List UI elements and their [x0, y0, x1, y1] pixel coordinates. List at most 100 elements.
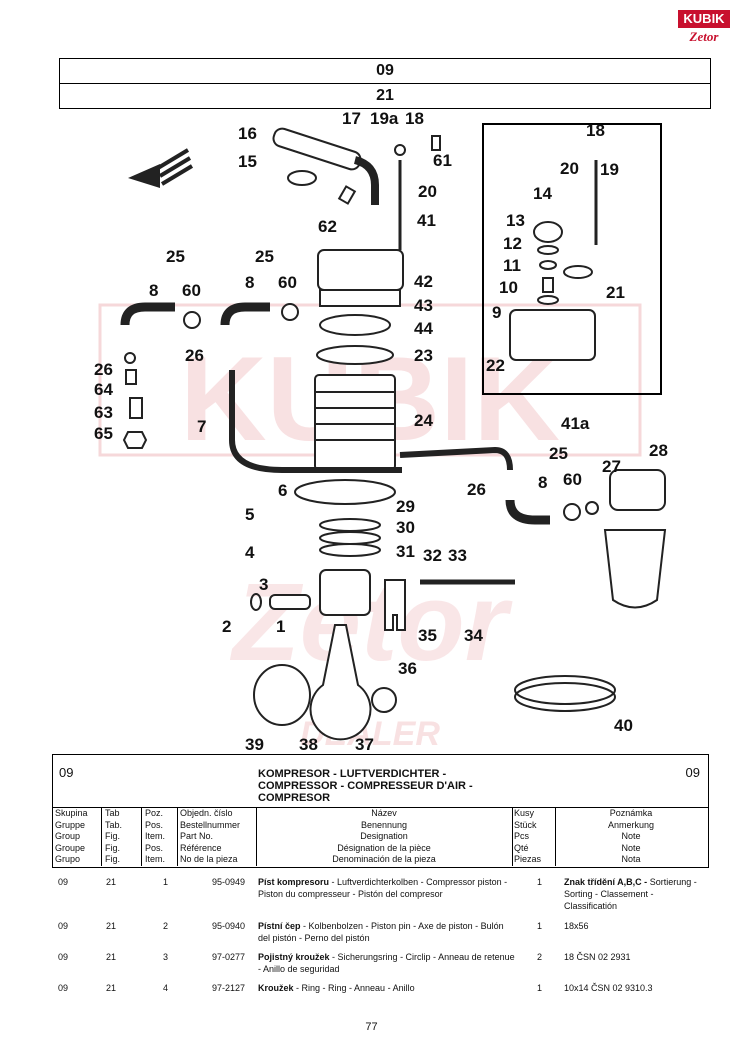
cap-part	[533, 221, 563, 243]
hose-coil-part	[514, 682, 616, 712]
filter-bowl-part	[603, 529, 667, 609]
callout-8: 8	[149, 281, 158, 300]
col-header-line: Désignation de la pièce	[337, 842, 431, 853]
col-header-line: Item.	[145, 854, 166, 864]
piston-ring-part	[319, 518, 381, 532]
col-header-line: Fig.	[105, 842, 121, 853]
col-divider	[256, 808, 257, 866]
callout-26-left: 26	[94, 360, 113, 379]
col-nazev: Název Benennung Designation Désignation …	[257, 808, 511, 866]
washer-part	[539, 260, 557, 270]
row-note-bold: Znak třídění A,B,C -	[564, 877, 648, 887]
parts	[120, 127, 667, 741]
row-name-rest: - Ring - Ring - Anneau - Anillo	[293, 983, 415, 993]
callout-36: 36	[398, 659, 417, 678]
piston-part	[319, 569, 371, 616]
row-tab: 21	[106, 877, 117, 887]
row-qty: 1	[537, 921, 543, 931]
watermark-line2: Zetor	[230, 561, 513, 684]
row-part-number: 97-0277	[212, 952, 246, 962]
col-kusy: Kusy Stück Pcs Qté Piezas	[514, 808, 554, 866]
col-header-line: Gruppe	[55, 819, 86, 830]
row-tab: 21	[106, 983, 117, 993]
col-header-line: No de la pieza	[180, 854, 238, 864]
elbow-part	[353, 156, 379, 205]
nut-part	[394, 144, 406, 156]
col-header-line: Item.	[145, 831, 166, 841]
callout-6: 6	[278, 481, 287, 500]
valve-fitting-part	[129, 397, 143, 419]
piston-ring-part	[319, 543, 381, 557]
callout-17: 17	[342, 110, 361, 128]
callout-2: 2	[222, 617, 231, 636]
piston-ring-part	[319, 531, 381, 545]
callout-29: 29	[396, 497, 415, 516]
row-group: 09	[58, 952, 69, 962]
col-header-line: Kusy	[514, 808, 535, 818]
figure-header: 21	[59, 83, 711, 109]
detail-box-41a	[482, 123, 662, 395]
row-part-number: 97-2127	[212, 983, 246, 993]
callout-8-mid: 8	[245, 273, 254, 292]
logo-sub: Zetor	[689, 29, 719, 44]
callout-30: 30	[396, 518, 415, 537]
callout-9: 9	[492, 303, 501, 322]
parts-table: 09 KOMPRESOR - LUFTVERDICHTER - COMPRESS…	[52, 754, 709, 868]
col-header-line: Note	[621, 831, 641, 841]
table-header-row: 09 KOMPRESOR - LUFTVERDICHTER - COMPRESS…	[53, 755, 708, 808]
callout-5: 5	[245, 505, 254, 524]
col-header-line: Název	[371, 808, 397, 818]
callout-20-detail: 20	[560, 159, 579, 178]
callout-15: 15	[238, 152, 257, 171]
row-designation: Kroužek - Ring - Ring - Anneau - Anillo	[258, 982, 516, 994]
col-skupina: Skupina Gruppe Group Groupe Grupo	[55, 808, 101, 866]
callout-10: 10	[499, 278, 518, 297]
elbow-fitting-part	[505, 499, 550, 525]
nut-part	[563, 265, 593, 279]
col-header-line: Skupina	[55, 808, 88, 818]
col-header-line: Piezas	[514, 854, 542, 864]
callout-60-mid: 60	[278, 273, 297, 292]
callout-43: 43	[414, 296, 433, 315]
row-qty: 2	[537, 952, 543, 962]
callout-1: 1	[276, 617, 285, 636]
callout-12: 12	[503, 234, 522, 253]
row-tab: 21	[106, 921, 117, 931]
row-note-rest: Sortierung - Sorting - Classement - Clas…	[564, 877, 697, 911]
pulley-part	[253, 664, 311, 726]
hex-nut-part	[122, 431, 148, 449]
col-header-line: Designation	[360, 831, 408, 841]
callout-23: 23	[414, 346, 433, 365]
col-header-line: Fig.	[105, 854, 121, 864]
callout-44: 44	[414, 319, 433, 338]
cylinder-head-part	[317, 249, 404, 291]
valve-part	[431, 135, 441, 151]
connecting-rod-part	[309, 624, 372, 741]
callout-25-mid: 25	[255, 247, 274, 266]
row-designation: Pojistný kroužek - Sicherungsring - Circ…	[258, 951, 516, 975]
row-name-bold: Píst kompresoru	[258, 877, 330, 887]
connector-part	[585, 501, 599, 515]
callout-60: 60	[182, 281, 201, 300]
valve-disc-part	[537, 295, 559, 305]
col-header-line: Part No.	[180, 831, 214, 841]
seal-part	[281, 303, 299, 321]
col-header-line: Groupe	[55, 842, 86, 853]
row-group: 09	[58, 877, 69, 887]
callout-61: 61	[433, 151, 452, 170]
callout-3: 3	[259, 575, 268, 594]
col-header-line: Pcs	[514, 831, 530, 841]
callout-13: 13	[506, 211, 525, 230]
callout-65: 65	[94, 424, 113, 443]
fitting-part	[125, 369, 137, 385]
washer-part	[537, 245, 559, 255]
callout-22: 22	[486, 356, 505, 375]
row-name-bold: Pojistný kroužek	[258, 952, 330, 962]
kubik-zetor-logo: KUBIK Zetor	[678, 10, 730, 60]
col-header-line: Stück	[514, 819, 537, 830]
row-note: 18 ČSN 02 2931	[564, 952, 631, 962]
col-header-line: Tab	[105, 808, 120, 818]
row-group: 09	[58, 921, 69, 931]
row-tab: 21	[106, 952, 117, 962]
callout-16: 16	[238, 124, 257, 143]
